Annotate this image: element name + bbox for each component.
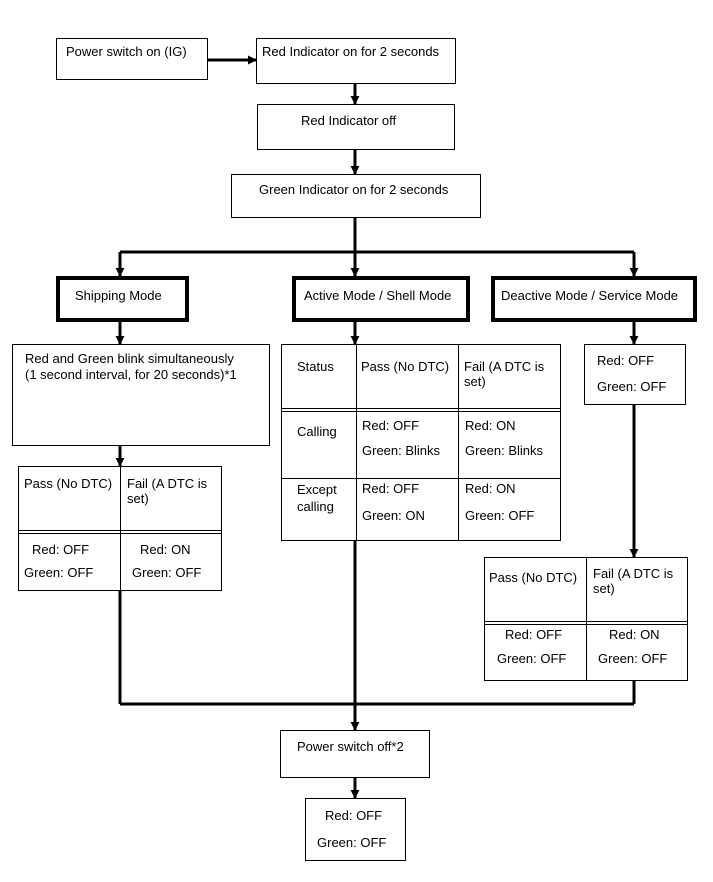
fail-green: Green: OFF — [132, 565, 202, 580]
active-mode-box: Active Mode / Shell Mode — [292, 276, 470, 322]
except-calling-label: Except calling — [297, 482, 337, 514]
deactive-mode-label: Deactive Mode / Service Mode — [501, 288, 679, 303]
deactive-mode-box: Deactive Mode / Service Mode — [491, 276, 697, 322]
table-divider — [282, 408, 560, 412]
table-divider — [586, 558, 587, 680]
table-divider — [458, 345, 459, 540]
status-header: Status — [297, 359, 334, 374]
except-fail-green: Green: OFF — [465, 508, 535, 523]
deactive-status-box: Red: OFF Green: OFF — [584, 344, 686, 405]
green-on-label: Green Indicator on for 2 seconds — [259, 182, 449, 197]
power-on-label: Power switch on (IG) — [66, 44, 187, 59]
calling-fail-red: Red: ON — [465, 418, 516, 433]
pass-green: Green: OFF — [497, 651, 567, 666]
table-divider — [485, 621, 687, 625]
calling-pass-green: Green: Blinks — [362, 443, 441, 458]
final-red: Red: OFF — [325, 808, 383, 823]
green-on-box: Green Indicator on for 2 seconds — [231, 174, 481, 218]
blink-line1: Red and Green blink simultaneously — [25, 351, 234, 366]
deactive-green: Green: OFF — [597, 379, 667, 394]
table-divider — [282, 478, 560, 479]
shipping-mode-label: Shipping Mode — [75, 288, 162, 303]
blink-box: Red and Green blink simultaneously (1 se… — [12, 344, 270, 446]
calling-pass-red: Red: OFF — [362, 418, 420, 433]
red-on-box: Red Indicator on for 2 seconds — [256, 38, 456, 84]
table-divider — [120, 467, 121, 590]
deactive-status-table: Pass (No DTC) Fail (A DTC is set) Red: O… — [484, 557, 688, 681]
fail-header: Fail (A DTC is set) — [464, 359, 545, 389]
shipping-mode-box: Shipping Mode — [56, 276, 189, 322]
deactive-red: Red: OFF — [597, 353, 655, 368]
fail-header: Fail (A DTC is set) — [593, 566, 674, 596]
pass-red: Red: OFF — [505, 627, 563, 642]
except-pass-green: Green: ON — [362, 508, 425, 523]
fail-red: Red: ON — [609, 627, 660, 642]
calling-fail-green: Green: Blinks — [465, 443, 544, 458]
fail-red: Red: ON — [140, 542, 191, 557]
pass-green: Green: OFF — [24, 565, 94, 580]
power-off-label: Power switch off*2 — [297, 739, 404, 754]
table-divider — [19, 530, 221, 534]
active-status-table: Status Pass (No DTC) Fail (A DTC is set)… — [281, 344, 561, 541]
power-off-box: Power switch off*2 — [280, 730, 430, 778]
pass-red: Red: OFF — [32, 542, 90, 557]
red-on-label: Red Indicator on for 2 seconds — [262, 44, 440, 59]
final-green: Green: OFF — [317, 835, 387, 850]
calling-label: Calling — [297, 424, 337, 439]
power-on-box: Power switch on (IG) — [56, 38, 208, 80]
red-off-label: Red Indicator off — [301, 113, 397, 128]
red-off-box: Red Indicator off — [257, 104, 455, 150]
pass-header: Pass (No DTC) — [361, 359, 450, 374]
active-mode-label: Active Mode / Shell Mode — [304, 288, 452, 303]
final-status-box: Red: OFF Green: OFF — [305, 798, 406, 861]
except-pass-red: Red: OFF — [362, 481, 420, 496]
table-divider — [356, 345, 357, 540]
except-fail-red: Red: ON — [465, 481, 516, 496]
shipping-status-table: Pass (No DTC) Fail (A DTC is set) Red: O… — [18, 466, 222, 591]
pass-header: Pass (No DTC) — [24, 476, 113, 491]
fail-header: Fail (A DTC is set) — [127, 476, 208, 506]
fail-green: Green: OFF — [598, 651, 668, 666]
blink-line2: (1 second interval, for 20 seconds)*1 — [25, 367, 237, 382]
pass-header: Pass (No DTC) — [489, 570, 578, 585]
